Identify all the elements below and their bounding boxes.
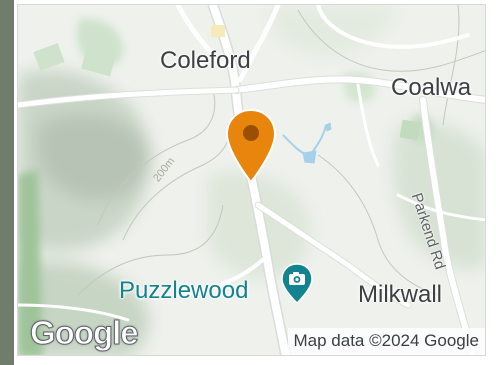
location-marker-shape [225,108,277,184]
map-attribution[interactable]: Map data ©2024 Google [287,328,485,355]
poi-marker-shape [281,263,313,305]
location-pin-icon[interactable] [225,108,277,189]
place-label-coalway: Coalwa [391,74,472,101]
landmark-building [211,25,225,37]
google-logo[interactable]: Google [30,314,140,352]
map-base-layer [18,5,485,355]
contour-lines [77,5,485,296]
road-network [18,5,485,355]
adjacent-panel-edge [0,0,14,365]
place-label-milkwall: Milkwall [358,281,442,308]
water-features [282,122,332,164]
poi-label-puzzlewood[interactable]: Puzzlewood [119,277,249,304]
camera-icon[interactable] [280,263,314,310]
place-label-coleford: Coleford [160,47,251,74]
map-viewport[interactable]: 200m Coleford Coalwa Milkwall Parkend Rd… [17,4,486,356]
